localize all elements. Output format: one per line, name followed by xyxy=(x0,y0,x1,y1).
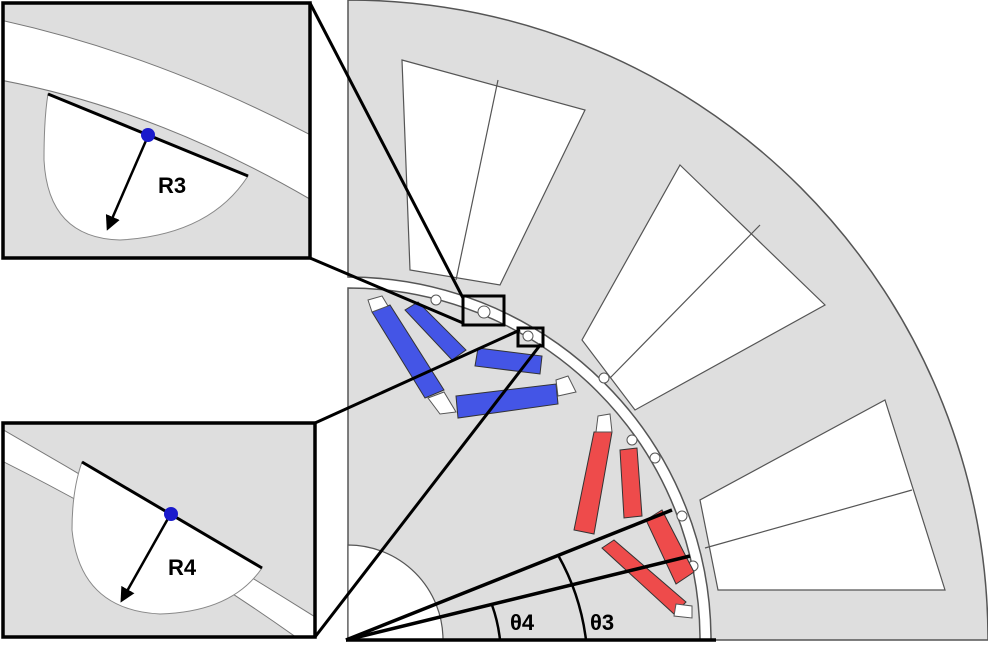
magnet-tips-red xyxy=(595,413,693,619)
zoom-inset-r3: R3 xyxy=(1,1,312,260)
r3-center-dot xyxy=(141,128,155,142)
theta4-label: θ4 xyxy=(510,610,535,635)
r4-hole xyxy=(71,461,263,615)
r4-label: R4 xyxy=(168,555,197,580)
r4-center-dot xyxy=(164,507,178,521)
r3-label: R3 xyxy=(158,173,186,198)
zoom-inset-r4: R4 xyxy=(1,421,317,639)
r3-radius-arrow xyxy=(105,135,150,231)
angle-lines xyxy=(345,508,716,642)
shaft xyxy=(347,544,444,641)
zoom-connector-lines xyxy=(308,2,543,638)
r3-hole xyxy=(43,93,249,241)
stator-slot xyxy=(581,164,827,411)
magnet-bar xyxy=(619,447,643,519)
stator-slot xyxy=(699,399,946,591)
angle-arcs xyxy=(490,554,588,641)
magnet-layer-blue xyxy=(371,301,559,419)
theta3-label: θ3 xyxy=(590,610,614,635)
magnet-bar xyxy=(404,301,467,361)
magnet-tips-blue xyxy=(367,295,577,415)
r4-radius-arrow xyxy=(120,514,172,603)
stator-slot xyxy=(401,59,586,286)
zoom-target-r3 xyxy=(461,294,506,327)
magnet-layer-red xyxy=(573,431,695,615)
zoom-target-r4 xyxy=(516,326,545,348)
stator-slots xyxy=(401,59,946,591)
theta4-arc xyxy=(490,604,502,641)
theta3-arc xyxy=(556,554,588,641)
magnet-bar xyxy=(601,539,687,615)
magnet-bar xyxy=(455,383,559,419)
air-gap-band xyxy=(3,20,310,200)
magnet-bar xyxy=(474,347,543,375)
